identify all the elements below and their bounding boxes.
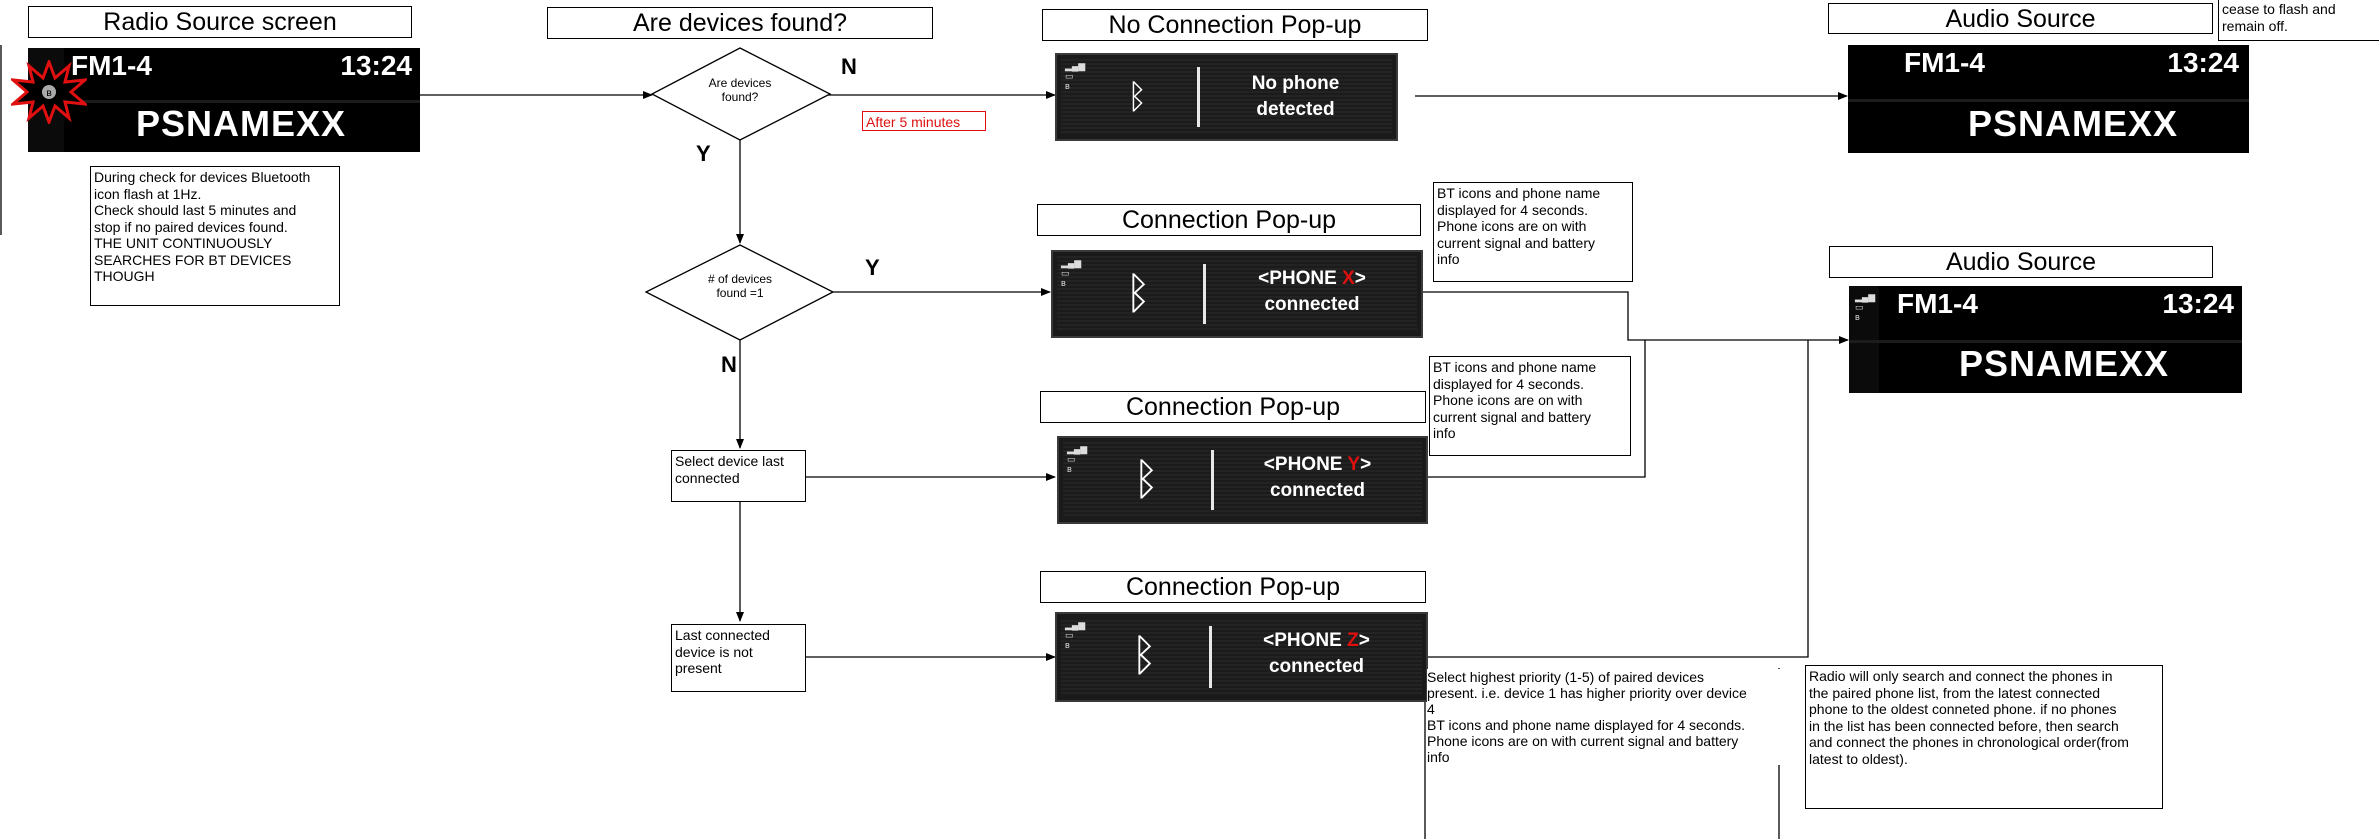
title-connection-popup-2: Connection Pop-up bbox=[1040, 391, 1426, 423]
svg-text:ʙ: ʙ bbox=[46, 88, 52, 99]
note-flash-off: cease to flash and remain off. bbox=[2218, 0, 2379, 41]
title-are-devices-found: Are devices found? bbox=[547, 7, 933, 39]
popup-divider bbox=[1209, 626, 1212, 688]
decision-label-num-devices: # of devices found =1 bbox=[707, 272, 773, 300]
phone-id: Y bbox=[1347, 454, 1361, 475]
bluetooth-icon: ᛒ bbox=[1133, 455, 1160, 504]
title-no-connection: No Connection Pop-up bbox=[1042, 9, 1428, 41]
audio-source-screen-top: FM1-4 13:24 PSNAMEXX bbox=[1848, 45, 2249, 153]
popup-line-2: connected bbox=[1264, 294, 1360, 315]
popup-line-1: No phone bbox=[1251, 73, 1340, 94]
note-priority: Select highest priority (1-5) of paired … bbox=[1427, 669, 1787, 765]
status-icons: ▂▄▆▭ʙ bbox=[1067, 444, 1087, 474]
note-radio-search-order: Radio will only search and connect the p… bbox=[1805, 665, 2163, 809]
signal-icon: ▂▄▆ bbox=[1065, 61, 1086, 71]
note-device-search: During check for devices Bluetooth icon … bbox=[90, 166, 340, 306]
clock-label: 13:24 bbox=[340, 50, 412, 81]
popup-message: <PHONE Y> connected bbox=[1219, 452, 1416, 504]
decision-diamond-num-devices bbox=[644, 244, 835, 341]
battery-icon: ▭ bbox=[1067, 454, 1076, 464]
popup-line-2: connected bbox=[1268, 656, 1365, 677]
phone-prefix: <PHONE bbox=[1263, 630, 1348, 651]
popup-message: No phone detected bbox=[1205, 71, 1386, 123]
station-name: PSNAMEXX bbox=[1968, 103, 2179, 144]
battery-icon: ▭ bbox=[1061, 268, 1070, 278]
popup-phone-y-connected: ▂▄▆▭ʙ ᛒ <PHONE Y> connected bbox=[1057, 436, 1428, 524]
bluetooth-icon: ʙ bbox=[1067, 464, 1072, 474]
bluetooth-icon: ᛒ bbox=[1131, 631, 1158, 680]
popup-line-1: <PHONE Y> bbox=[1219, 452, 1416, 478]
note-bt-icons-2: BT icons and phone name displayed for 4 … bbox=[1429, 356, 1631, 456]
phone-suffix: > bbox=[1354, 268, 1366, 289]
station-name: PSNAMEXX bbox=[136, 103, 347, 144]
clock-label: 13:24 bbox=[2167, 47, 2239, 78]
flash-burst-icon: ʙ bbox=[11, 60, 87, 124]
popup-message: <PHONE Z> connected bbox=[1217, 628, 1416, 680]
popup-line-1: <PHONE X> bbox=[1213, 266, 1411, 292]
phone-suffix: > bbox=[1360, 454, 1372, 475]
battery-icon: ▭ bbox=[1065, 71, 1074, 81]
note-bt-icons-1: BT icons and phone name displayed for 4 … bbox=[1433, 182, 1633, 282]
popup-no-phone: ▂▄▆▭ʙ ᛒ No phone detected bbox=[1055, 53, 1398, 141]
station-name: PSNAMEXX bbox=[1959, 343, 2170, 384]
phone-prefix: <PHONE bbox=[1263, 454, 1348, 475]
screen-divider bbox=[28, 100, 420, 103]
signal-icon: ▂▄▆ bbox=[1067, 444, 1088, 454]
clock-label: 13:24 bbox=[2162, 288, 2234, 319]
after-5-minutes-label: After 5 minutes bbox=[862, 111, 986, 131]
bluetooth-icon: ᛒ bbox=[1125, 269, 1152, 318]
battery-icon: ▭ bbox=[1855, 302, 1864, 312]
title-radio-source: Radio Source screen bbox=[28, 6, 412, 38]
popup-message: <PHONE X> connected bbox=[1213, 266, 1411, 318]
branch-label-y1: Y bbox=[696, 141, 711, 166]
audio-source-screen-bottom: ▂▄▆▭ʙ FM1-4 13:24 PSNAMEXX bbox=[1849, 286, 2242, 393]
process-last-not-present: Last connected device is not present bbox=[671, 624, 806, 692]
title-connection-popup-1: Connection Pop-up bbox=[1037, 204, 1421, 236]
bluetooth-icon: ʙ bbox=[1065, 640, 1070, 650]
bluetooth-icon: ᛒ bbox=[1127, 78, 1148, 116]
status-icons: ▂▄▆▭ʙ bbox=[1061, 258, 1081, 288]
phone-id: Z bbox=[1347, 630, 1359, 651]
popup-divider bbox=[1197, 67, 1200, 127]
status-icons: ▂▄▆▭ʙ bbox=[1065, 620, 1085, 650]
popup-line-1: <PHONE Z> bbox=[1217, 628, 1416, 654]
popup-phone-x-connected: ▂▄▆▭ʙ ᛒ <PHONE X> connected bbox=[1051, 250, 1423, 338]
popup-line-2: detected bbox=[1256, 99, 1335, 120]
decision-diamond-devices-found bbox=[650, 47, 832, 141]
title-audio-source-top: Audio Source bbox=[1828, 3, 2213, 34]
phone-suffix: > bbox=[1358, 630, 1370, 651]
bluetooth-icon: ʙ bbox=[1855, 312, 1860, 322]
band-label: FM1-4 bbox=[71, 50, 152, 81]
popup-divider bbox=[1203, 264, 1206, 324]
bluetooth-icon: ʙ bbox=[1061, 278, 1066, 288]
popup-divider bbox=[1211, 450, 1214, 510]
screen-divider bbox=[1849, 339, 2242, 343]
phone-prefix: <PHONE bbox=[1258, 268, 1343, 289]
band-label: FM1-4 bbox=[1904, 47, 1985, 78]
screen-divider bbox=[1848, 99, 2249, 102]
branch-label-y2: Y bbox=[865, 255, 880, 280]
bluetooth-icon: ʙ bbox=[1065, 81, 1070, 91]
status-icons: ▂▄▆▭ʙ bbox=[1065, 61, 1085, 91]
signal-icon: ▂▄▆ bbox=[1061, 258, 1082, 268]
process-select-last-connected: Select device last connected bbox=[671, 450, 806, 502]
popup-phone-z-connected: ▂▄▆▭ʙ ᛒ <PHONE Z> connected bbox=[1055, 612, 1428, 702]
popup-line-2: connected bbox=[1269, 480, 1366, 501]
title-connection-popup-3: Connection Pop-up bbox=[1040, 571, 1426, 603]
title-audio-source-bottom: Audio Source bbox=[1829, 246, 2213, 278]
branch-label-n1: N bbox=[841, 54, 857, 79]
status-icons: ▂▄▆▭ʙ bbox=[1855, 292, 1875, 322]
battery-icon: ▭ bbox=[1065, 630, 1074, 640]
decision-label-devices-found: Are devices found? bbox=[708, 76, 772, 104]
phone-id: X bbox=[1342, 268, 1355, 289]
signal-icon: ▂▄▆ bbox=[1855, 292, 1876, 302]
band-label: FM1-4 bbox=[1897, 288, 1978, 319]
signal-icon: ▂▄▆ bbox=[1065, 620, 1086, 630]
branch-label-n2: N bbox=[721, 352, 737, 377]
